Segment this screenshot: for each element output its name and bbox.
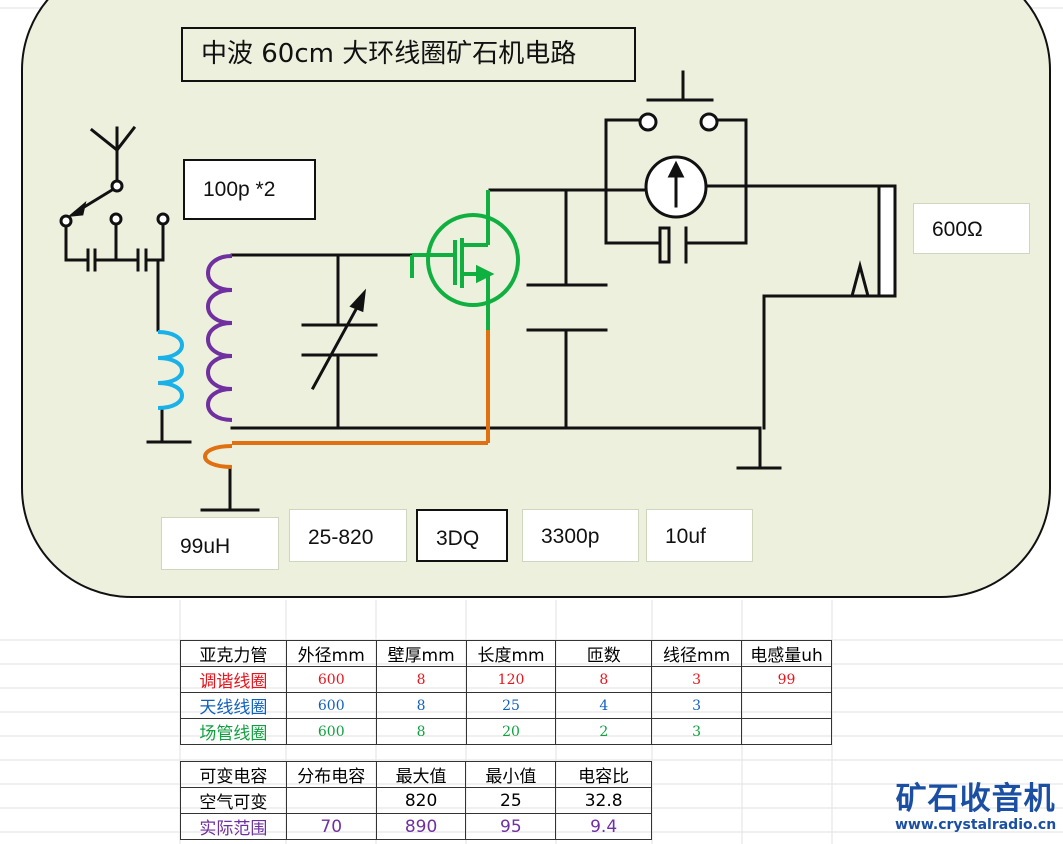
capacitor-table: 可变电容 分布电容 最大值 最小值 电容比 空气可变 820 25 32.8 实… [180,761,652,840]
antenna-coil [157,330,184,410]
table-cell: 场管线圈 [180,718,287,745]
table-header-cell: 壁厚mm [375,640,467,667]
table-cell [741,718,832,745]
table-cell: 8 [375,692,467,719]
table-cell: 4 [555,692,653,719]
table-cell: 820 [375,787,467,814]
table-cell: 3 [651,718,743,745]
logo-url: www.crystalradio.cn [895,817,1057,833]
table-cell: 8 [555,666,653,693]
table-cell: 2 [555,718,653,745]
table-header-cell: 匝数 [555,640,653,667]
table-cell: 9.4 [555,813,652,840]
logo-name: 矿石收音机 [895,781,1056,817]
coil-table: 亚克力管 外径mm 壁厚mm 长度mm 匝数 线径mm 电感量uh 调谐线圈 6… [180,640,832,745]
tuning-coil [206,254,233,422]
table-cell: 600 [285,718,377,745]
fet-coil [203,330,490,469]
circuit-title: 中波 60cm 大环线圈矿石机电路 [181,27,636,82]
label-cap-pair: 100p *2 [183,159,316,220]
site-logo: 矿石收音机 www.crystalradio.cn [895,782,1056,834]
circuit-diagram [59,70,897,512]
table-row: 场管线圈 600 8 20 2 3 [180,718,832,745]
table-cell: 99 [741,666,832,693]
label-diode: 3DQ [416,509,508,562]
table-cell: 890 [375,813,467,840]
table-header-cell: 线径mm [651,640,743,667]
table-row: 天线线圈 600 8 25 4 3 [180,692,832,719]
table-row: 调谐线圈 600 8 120 8 3 99 [180,666,832,693]
fet-transistor [410,190,520,330]
table-header-cell: 长度mm [465,640,557,667]
table-cell: 95 [465,813,557,840]
label-tuning-inductance: 99uH [161,517,279,570]
circuit-panel [21,0,1051,598]
table-cell: 20 [465,718,557,745]
table-cell: 3 [651,666,743,693]
table-cell: 8 [375,666,467,693]
label-variable-cap: 25-820 [289,509,407,562]
table-cell [285,787,377,814]
table-header-cell: 电容比 [555,761,652,788]
table-cell: 实际范围 [180,813,287,840]
table-header-cell: 外径mm [285,640,377,667]
table-row: 空气可变 820 25 32.8 [180,787,652,814]
table-header-cell: 亚克力管 [180,640,287,667]
table-cell: 8 [375,718,467,745]
table-cell: 25 [465,787,557,814]
table-cell: 空气可变 [180,787,287,814]
table-cell: 3 [651,692,743,719]
table-cell: 32.8 [555,787,652,814]
table-cell: 25 [465,692,557,719]
table-header-cell: 电感量uh [741,640,832,667]
table-header-cell: 最大值 [375,761,467,788]
table-header-cell: 最小值 [465,761,557,788]
cap-table-header: 可变电容 分布电容 最大值 最小值 电容比 [180,761,652,788]
antenna-icon [89,125,137,185]
table-cell: 70 [285,813,377,840]
table-cell: 600 [285,692,377,719]
label-cap-10uf: 10uf [646,509,753,562]
table-header-cell: 可变电容 [180,761,287,788]
label-cap-3300: 3300p [522,509,639,562]
label-headphone: 600Ω [913,203,1030,254]
table-cell: 调谐线圈 [180,666,287,693]
table-cell: 600 [285,666,377,693]
table-cell [741,692,832,719]
coil-table-header: 亚克力管 外径mm 壁厚mm 长度mm 匝数 线径mm 电感量uh [180,640,832,667]
table-cell: 天线线圈 [180,692,287,719]
table-row: 实际范围 70 890 95 9.4 [180,813,652,840]
table-header-cell: 分布电容 [285,761,377,788]
table-cell: 120 [465,666,557,693]
